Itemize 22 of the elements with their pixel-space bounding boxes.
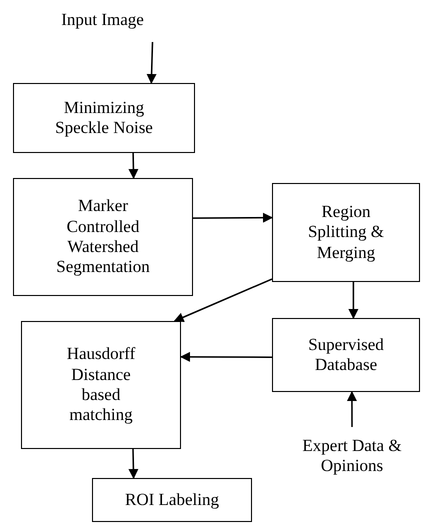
box-text: ROI Labeling bbox=[125, 490, 219, 510]
process-box bbox=[92, 478, 252, 522]
arrow bbox=[180, 352, 272, 362]
arrow bbox=[128, 152, 138, 179]
process-box bbox=[272, 318, 420, 392]
input-label: Input Image bbox=[40, 6, 165, 34]
arrow bbox=[174, 278, 272, 322]
process-box bbox=[13, 178, 193, 296]
box-text: Supervised Database bbox=[307, 334, 385, 376]
process-box bbox=[13, 83, 195, 153]
process-box bbox=[21, 321, 181, 449]
arrow bbox=[128, 448, 138, 479]
arrow bbox=[348, 282, 358, 319]
box-text: Marker Controlled Watershed Segmentation bbox=[55, 196, 151, 278]
process-box bbox=[272, 183, 420, 282]
box-text: Minimizing Speckle Noise bbox=[54, 98, 154, 138]
box-text: Region Splitting & Merging bbox=[306, 202, 386, 264]
arrow bbox=[193, 212, 273, 223]
arrow bbox=[346, 391, 357, 427]
arrow bbox=[146, 42, 157, 84]
box-text: Hausdorff Distance based matching bbox=[66, 344, 136, 426]
input-label: Expert Data & Opinions bbox=[282, 431, 422, 481]
